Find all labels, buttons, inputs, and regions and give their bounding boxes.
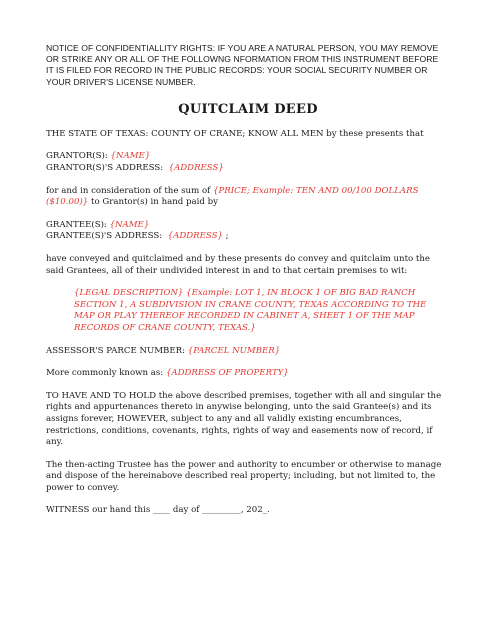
grantee-block: GRANTEE(S): {NAME} GRANTEE(S)'S ADDRESS:…: [46, 220, 450, 243]
grantee-address-suffix: ;: [225, 231, 229, 242]
grantee-address-line: GRANTEE(S)'S ADDRESS: {ADDRESS} ;: [46, 231, 450, 243]
consideration-after: to Grantor(s) in hand paid by: [90, 197, 218, 208]
parcel-number-line: ASSESSOR'S PARCE NUMBER: {PARCEL NUMBER}: [46, 346, 450, 358]
grantor-address-label: GRANTOR(S)'S ADDRESS:: [46, 163, 164, 173]
grantor-line: GRANTOR(S): {NAME}: [46, 151, 450, 163]
parcel-label: ASSESSOR'S PARCE NUMBER:: [46, 345, 185, 356]
grantee-name-placeholder: {NAME}: [109, 219, 150, 230]
parcel-placeholder: {PARCEL NUMBER}: [187, 345, 281, 356]
state-county-line: THE STATE OF TEXAS: COUNTY OF CRANE; KNO…: [46, 128, 424, 139]
consideration-paragraph: for and in consideration of the sum of {…: [46, 186, 450, 209]
witness-line: WITNESS our hand this ____ day of ______…: [46, 505, 270, 516]
trustee-paragraph: The then-acting Trustee has the power an…: [46, 459, 442, 493]
consideration-before: for and in consideration of the sum of: [46, 185, 211, 196]
known-as-label: More commonly known as:: [46, 368, 164, 379]
grantee-address-placeholder: {ADDRESS}: [167, 231, 223, 242]
grantor-block: GRANTOR(S): {NAME} GRANTOR(S)'S ADDRESS:…: [46, 151, 450, 174]
grantee-line: GRANTEE(S): {NAME}: [46, 220, 450, 232]
grantor-label: GRANTOR(S):: [46, 151, 108, 162]
property-address-placeholder: {ADDRESS OF PROPERTY}: [165, 368, 289, 379]
legal-description-placeholder: {LEGAL DESCRIPTION} {Example: LOT 1, IN …: [74, 288, 427, 333]
grantee-label: GRANTEE(S):: [46, 219, 107, 230]
grantor-address-placeholder: {ADDRESS}: [168, 163, 224, 173]
price-placeholder: {PRICE; Example: TEN AND 00/100 DOLLARS …: [46, 185, 419, 208]
document-title: QUITCLAIM DEED: [178, 101, 318, 117]
grantee-address-label: GRANTEE(S)'S ADDRESS:: [46, 231, 163, 242]
grantor-address-line: GRANTOR(S)'S ADDRESS: {ADDRESS}: [46, 163, 450, 175]
confidentiality-notice: NOTICE OF CONFIDENTIALLITY RIGHTS: IF YO…: [46, 43, 439, 87]
known-as-line: More commonly known as: {ADDRESS OF PROP…: [46, 368, 450, 380]
habendum-paragraph: TO HAVE AND TO HOLD the above described …: [46, 390, 442, 448]
grantor-name-placeholder: {NAME}: [110, 151, 151, 162]
conveyance-paragraph: have conveyed and quitclaimed and by the…: [46, 253, 430, 276]
